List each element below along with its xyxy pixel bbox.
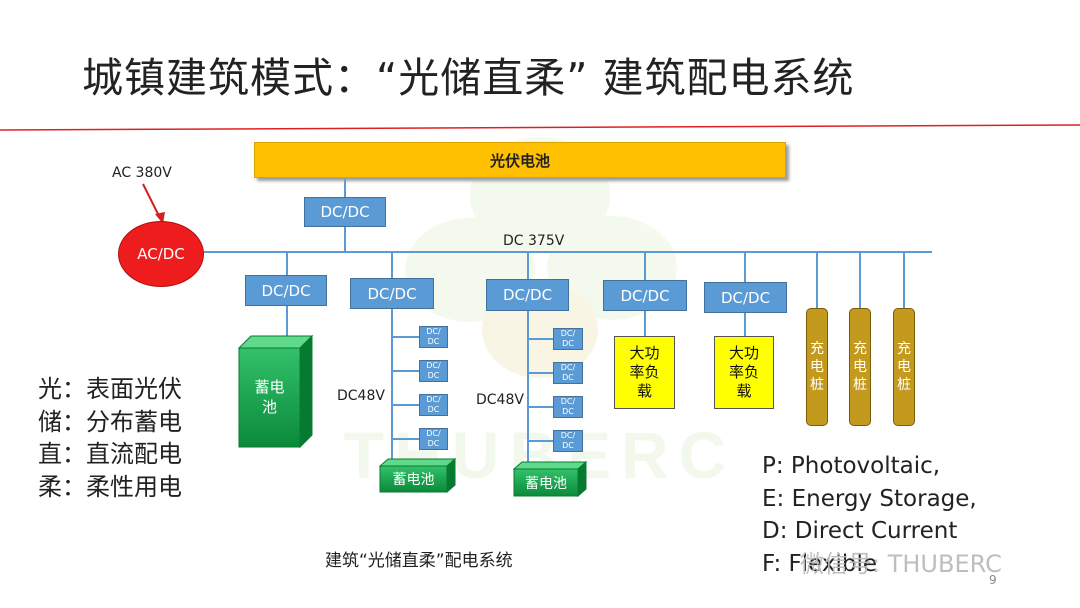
charging-pile-1: 充电桩 bbox=[806, 308, 828, 426]
mini-dcdc: DC/DC bbox=[419, 326, 448, 348]
legend-cn: 光：表面光伏 储：分布蓄电 直：直流配电 柔：柔性用电 bbox=[38, 373, 182, 503]
dcdc-pv: DC/DC bbox=[304, 197, 386, 227]
wires bbox=[204, 178, 932, 464]
legend-en-item: F: Flexible bbox=[762, 550, 878, 577]
mini-dcdc: DC/DC bbox=[553, 328, 583, 350]
mini-dcdc: DC/DC bbox=[419, 360, 448, 382]
legend-cn-item: 直：直流配电 bbox=[38, 440, 182, 468]
ac-input-label: AC 380V bbox=[112, 165, 172, 181]
title-rule bbox=[0, 124, 1080, 131]
battery-big-label: 蓄电池 bbox=[254, 378, 285, 416]
dcdc-load-2: DC/DC bbox=[704, 282, 787, 313]
dc48-label-a: DC48V bbox=[337, 388, 385, 404]
mini-dcdc: DC/DC bbox=[419, 394, 448, 416]
dc48-label-b: DC48V bbox=[476, 392, 524, 408]
mini-dcdc: DC/DC bbox=[553, 362, 583, 384]
battery-small-label-1: 蓄电池 bbox=[392, 472, 435, 488]
ac-input-arrow bbox=[142, 183, 161, 219]
high-power-load-2: 大功率负载 bbox=[714, 336, 774, 409]
dc-bus-label: DC 375V bbox=[503, 233, 565, 249]
dcdc-load-1: DC/DC bbox=[603, 280, 687, 311]
legend-cn-item: 光：表面光伏 bbox=[38, 375, 182, 403]
pv-array: 光伏电池 bbox=[254, 142, 786, 178]
battery-small-1 bbox=[378, 457, 457, 494]
dcdc-battery: DC/DC bbox=[245, 275, 327, 306]
legend-en-item: E: Energy Storage, bbox=[762, 485, 977, 512]
mini-dcdc: DC/DC bbox=[553, 396, 583, 418]
legend-en-item: D: Direct Current bbox=[762, 518, 958, 544]
battery-big bbox=[237, 334, 314, 449]
diagram-caption: 建筑“光储直柔”配电系统 bbox=[325, 551, 513, 571]
legend-en: P: Photovoltaic, E: Energy Storage, D: D… bbox=[762, 450, 977, 580]
battery-small-label-2: 蓄电池 bbox=[525, 475, 567, 492]
charging-pile-2: 充电桩 bbox=[849, 308, 871, 426]
battery-small-2 bbox=[512, 460, 588, 498]
dcdc-dc48-a: DC/DC bbox=[350, 278, 434, 309]
mini-dcdc: DC/DC bbox=[419, 428, 448, 450]
page-number: 9 bbox=[989, 573, 997, 587]
slide-title: 城镇建筑模式：“光储直柔” 建筑配电系统 bbox=[82, 54, 855, 102]
charging-pile-3: 充电桩 bbox=[893, 308, 915, 426]
wechat-watermark: 微信号: THUBERC bbox=[800, 550, 1002, 578]
legend-en-item: P: Photovoltaic, bbox=[762, 453, 941, 479]
acdc-converter: AC/DC bbox=[118, 221, 204, 287]
mini-dcdc: DC/DC bbox=[553, 430, 583, 452]
dcdc-dc48-b: DC/DC bbox=[486, 279, 569, 311]
high-power-load-1: 大功率负载 bbox=[614, 336, 675, 409]
legend-cn-item: 柔：柔性用电 bbox=[38, 472, 182, 501]
legend-cn-item: 储：分布蓄电 bbox=[38, 407, 182, 436]
